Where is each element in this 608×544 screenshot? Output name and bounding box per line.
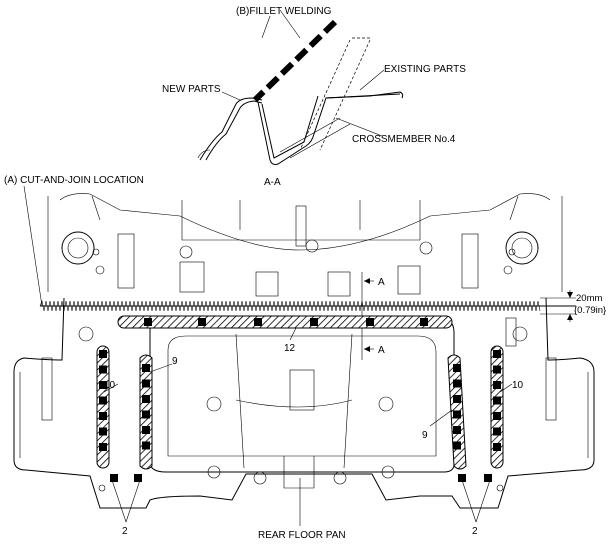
spot-weld-10-left (99, 412, 107, 420)
spot-weld-12 (366, 318, 374, 326)
callout-9-left: 9 (172, 356, 178, 367)
weld-strip-12 (117, 315, 453, 329)
callout-2-left: 2 (122, 526, 128, 537)
spot-weld-10-right (493, 443, 501, 451)
spot-weld-12 (254, 318, 262, 326)
spot-weld-10-right (493, 396, 501, 405)
spot-weld-10-left (99, 350, 107, 358)
spot-weld-2 (134, 474, 142, 482)
spot-weld-10-left (99, 443, 107, 451)
dimension-20mm: 20mm (576, 293, 602, 304)
spot-weld-10-left (99, 365, 107, 374)
label-fillet-welding: (B)FILLET WELDING (236, 6, 332, 17)
spot-weld-10-right (493, 381, 501, 389)
label-existing-parts: EXISTING PARTS (384, 64, 466, 75)
weld-strip-10-left (96, 345, 110, 469)
new-parts-sheet (199, 97, 263, 161)
spot-weld-9-left (142, 441, 150, 450)
rear-floor-outline (13, 193, 595, 509)
spot-weld-9-right (453, 441, 461, 450)
spot-weld-9-right (453, 410, 461, 419)
spot-weld-10-right (493, 365, 501, 374)
section-a-a-detail (197, 9, 404, 165)
weld-strip-10-right (490, 345, 504, 469)
fillet-weld-torch (252, 19, 338, 103)
callout-2-right: 2 (472, 526, 478, 537)
spot-weld-9-right (453, 379, 461, 388)
spot-weld-10-right (493, 350, 501, 358)
label-section-a-a: A-A (264, 177, 281, 188)
spot-weld-9-left (142, 379, 150, 388)
spot-weld-12 (144, 318, 152, 326)
label-section-a-top: A (378, 277, 385, 288)
crossmember-channel (257, 93, 401, 165)
spot-weld-10-left (99, 427, 107, 436)
spot-weld-2 (110, 474, 118, 482)
spot-weld-12 (310, 318, 318, 326)
label-rear-floor-pan: REAR FLOOR PAN (258, 530, 346, 541)
spot-weld-10-left (99, 381, 107, 389)
spot-weld-12 (420, 318, 428, 326)
spot-weld-9-left (142, 364, 150, 372)
spot-weld-9-right (453, 426, 461, 434)
callout-12: 12 (284, 343, 296, 354)
callout-9-right: 9 (422, 430, 428, 441)
label-cut-join-location: (A) CUT-AND-JOIN LOCATION (4, 175, 144, 186)
callout-10-right: 10 (512, 380, 524, 391)
spot-weld-9-left (142, 410, 150, 419)
spot-weld-10-left (99, 396, 107, 405)
spot-weld-10-right (493, 427, 501, 436)
cut-join-lines (39, 290, 576, 322)
spot-welds (99, 318, 501, 482)
spot-weld-10-right (493, 412, 501, 420)
spot-weld-12 (198, 318, 206, 326)
callout-leaders (103, 327, 513, 526)
label-crossmember: CROSSMEMBER No.4 (352, 134, 456, 145)
dimension-079in: {0.79in} (574, 305, 606, 316)
spot-weld-9-left (142, 426, 150, 434)
spot-weld-2 (484, 474, 492, 482)
spot-weld-2 (458, 474, 466, 482)
label-section-a-bottom: A (378, 345, 385, 356)
spot-weld-9-right (453, 364, 461, 372)
spot-weld-9-left (142, 395, 150, 403)
label-new-parts: NEW PARTS (162, 84, 221, 95)
callout-10-left: 10 (104, 380, 116, 391)
spot-weld-9-right (453, 395, 461, 403)
